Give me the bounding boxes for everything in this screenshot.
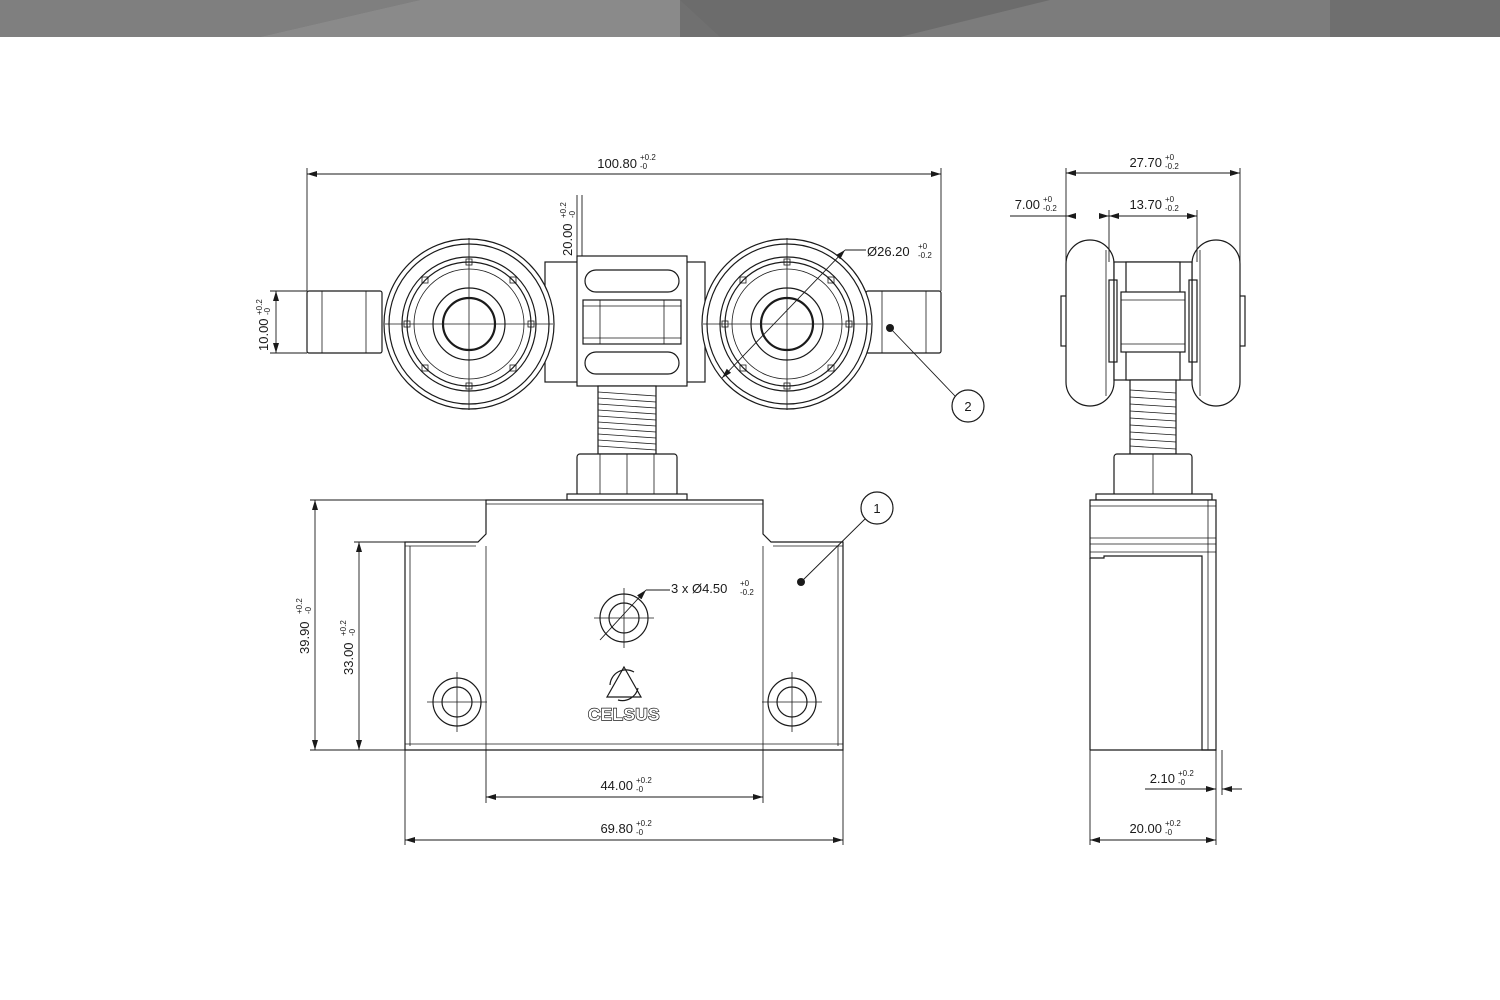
svg-text:33.00: 33.00 bbox=[341, 642, 356, 675]
dim-side-bracket-width: 20.00 +0.2 -0 bbox=[1089, 750, 1217, 845]
svg-text:CELSUS: CELSUS bbox=[588, 705, 660, 724]
dim-overall-length: 100.80 +0.2 -0 bbox=[306, 153, 942, 291]
center-hole bbox=[594, 588, 654, 648]
dim-flange-height: 33.00 +0.2 -0 bbox=[339, 541, 405, 750]
svg-text:-0.2: -0.2 bbox=[1165, 162, 1179, 171]
svg-text:20.00: 20.00 bbox=[1129, 821, 1162, 836]
header-banner bbox=[0, 0, 1500, 37]
balloon-bracket: 1 bbox=[797, 491, 894, 586]
svg-text:+0: +0 bbox=[1165, 195, 1175, 204]
svg-text:+0.2: +0.2 bbox=[255, 299, 264, 315]
svg-text:+0.2: +0.2 bbox=[636, 819, 652, 828]
svg-text:2: 2 bbox=[964, 399, 971, 414]
svg-text:-0: -0 bbox=[348, 628, 357, 636]
dim-holes: 3 x Ø4.50 +0 -0.2 bbox=[599, 579, 754, 641]
balloon-roller: 2 bbox=[886, 324, 985, 423]
svg-text:27.70: 27.70 bbox=[1129, 155, 1162, 170]
side-view bbox=[1060, 239, 1246, 751]
svg-text:1: 1 bbox=[873, 501, 880, 516]
svg-text:-0: -0 bbox=[263, 307, 272, 315]
svg-text:-0: -0 bbox=[568, 210, 577, 218]
svg-text:44.00: 44.00 bbox=[600, 778, 633, 793]
svg-text:+0.2: +0.2 bbox=[1165, 819, 1181, 828]
left-wheel bbox=[383, 238, 555, 410]
svg-text:+0.2: +0.2 bbox=[640, 153, 656, 162]
svg-text:-0.2: -0.2 bbox=[1043, 204, 1057, 213]
dim-wheel-diameter: Ø26.20 +0 -0.2 bbox=[721, 242, 932, 379]
svg-text:+0.2: +0.2 bbox=[636, 776, 652, 785]
svg-text:+0.2: +0.2 bbox=[295, 598, 304, 614]
svg-text:-0: -0 bbox=[636, 828, 644, 837]
svg-text:-0: -0 bbox=[636, 785, 644, 794]
svg-text:13.70: 13.70 bbox=[1129, 197, 1162, 212]
dim-plate-thickness: 2.10 +0.2 -0 bbox=[1145, 750, 1242, 795]
svg-text:+0.2: +0.2 bbox=[1178, 769, 1194, 778]
svg-text:Ø26.20: Ø26.20 bbox=[867, 244, 910, 259]
dim-stem-width: 20.00 +0.2 -0 bbox=[559, 195, 583, 256]
svg-text:-0.2: -0.2 bbox=[740, 588, 754, 597]
svg-text:+0.2: +0.2 bbox=[339, 620, 348, 636]
dim-bracket-height: 39.90 +0.2 -0 bbox=[295, 499, 486, 751]
svg-text:-0.2: -0.2 bbox=[1165, 204, 1179, 213]
svg-text:+0: +0 bbox=[740, 579, 750, 588]
svg-text:+0: +0 bbox=[1165, 153, 1175, 162]
svg-text:39.90: 39.90 bbox=[297, 621, 312, 654]
right-hole bbox=[762, 672, 822, 732]
svg-text:2.10: 2.10 bbox=[1150, 771, 1175, 786]
svg-text:100.80: 100.80 bbox=[597, 156, 637, 171]
svg-text:-0: -0 bbox=[1165, 828, 1173, 837]
dim-side-axle-width: 13.70 +0 -0.2 bbox=[1109, 195, 1197, 219]
dim-side-width: 27.70 +0 -0.2 bbox=[1065, 153, 1241, 262]
svg-text:-0.2: -0.2 bbox=[918, 251, 932, 260]
svg-text:+0: +0 bbox=[918, 242, 928, 251]
svg-text:7.00: 7.00 bbox=[1015, 197, 1040, 212]
svg-text:+0.2: +0.2 bbox=[559, 202, 568, 218]
dim-bracket-outer-width: 69.80 +0.2 -0 bbox=[404, 750, 844, 845]
svg-text:69.80: 69.80 bbox=[600, 821, 633, 836]
dim-axle-height: 10.00 +0.2 -0 bbox=[255, 290, 307, 354]
svg-text:-0: -0 bbox=[640, 162, 648, 171]
dim-bracket-inner-width: 44.00 +0.2 -0 bbox=[485, 750, 764, 803]
front-view-bracket: CELSUS bbox=[404, 499, 844, 751]
svg-text:20.00: 20.00 bbox=[560, 223, 575, 256]
left-hole bbox=[427, 672, 487, 732]
svg-text:3 x Ø4.50: 3 x Ø4.50 bbox=[671, 581, 727, 596]
front-view-trolley bbox=[306, 238, 942, 501]
celsus-logo: CELSUS bbox=[587, 665, 660, 725]
svg-text:-0: -0 bbox=[1178, 778, 1186, 787]
dim-side-wheel-width: 7.00 +0 -0.2 bbox=[1010, 195, 1198, 262]
svg-text:+0: +0 bbox=[1043, 195, 1053, 204]
svg-text:-0: -0 bbox=[304, 606, 313, 614]
svg-text:10.00: 10.00 bbox=[256, 318, 271, 351]
right-wheel bbox=[701, 238, 873, 410]
